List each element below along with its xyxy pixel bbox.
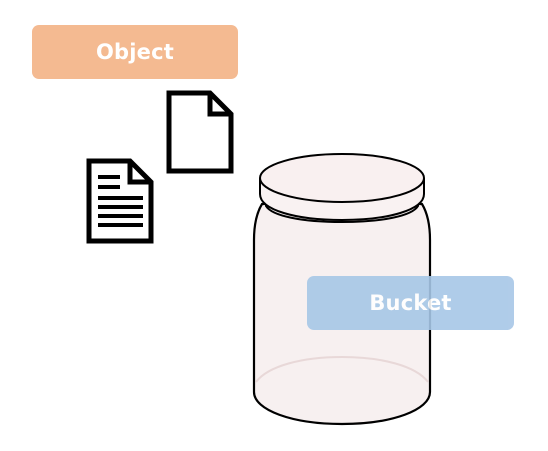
object-label: Object	[32, 25, 238, 79]
document-icon	[166, 90, 234, 174]
text-document-icon	[86, 158, 154, 244]
jar-lid-top	[259, 153, 425, 203]
jar-bottom-rim	[255, 355, 429, 383]
bucket-label: Bucket	[307, 276, 514, 330]
